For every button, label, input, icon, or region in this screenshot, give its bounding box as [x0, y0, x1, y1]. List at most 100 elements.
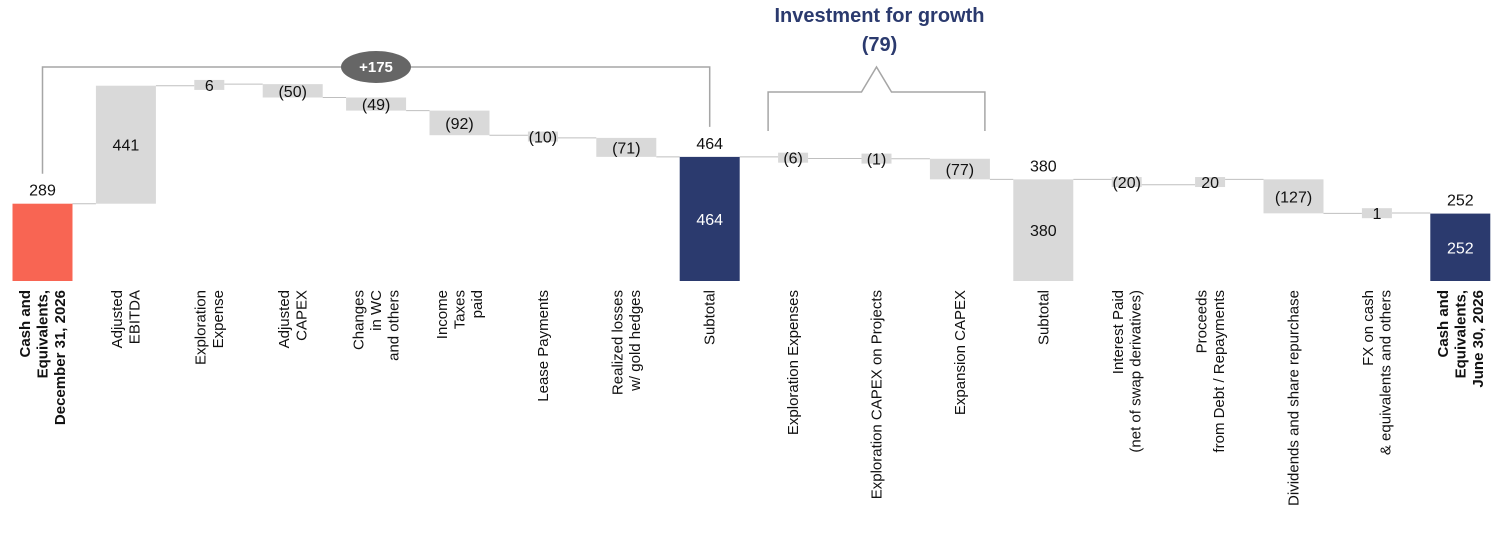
category-label-line: CAPEX [293, 290, 310, 341]
category-label-line: Adjusted [276, 290, 293, 348]
value-label: 20 [1201, 175, 1219, 192]
category-label: Changesin WCand others [351, 290, 403, 361]
category-label-line: FX on cash [1360, 290, 1377, 366]
category-label: Proceedsfrom Debt / Repayments [1193, 290, 1228, 453]
bar [95, 85, 156, 204]
bar [929, 158, 990, 180]
value-label: 252 [1447, 193, 1474, 210]
value-label: 380 [1030, 158, 1057, 175]
bar [1111, 177, 1142, 188]
bar [1195, 177, 1226, 188]
category-label: Cash andEquivalents,December 31, 2026 [17, 290, 69, 425]
bar [861, 153, 892, 164]
category-label: Exploration CAPEX on Projects [869, 290, 886, 499]
bar [1361, 208, 1392, 219]
category-label-line: Exploration CAPEX on Projects [869, 290, 886, 499]
category-label: Exploration Expenses [785, 290, 802, 435]
category-label-line: Equivalents, [1452, 290, 1469, 378]
value-label-inside: 464 [696, 212, 723, 229]
bars [12, 79, 1491, 281]
category-label: Cash andEquivalents,June 30, 2026 [1435, 290, 1487, 388]
category-label: Realized lossesw/ gold hedges [610, 290, 645, 395]
category-label-line: Interest Paid [1110, 290, 1127, 374]
value-label: (1) [867, 152, 887, 169]
bar [527, 131, 558, 142]
category-label-line: in WC [368, 290, 385, 331]
category-label-line: Subtotal [702, 290, 719, 345]
category-label: AdjustedCAPEX [276, 290, 311, 348]
category-label-line: and others [386, 290, 403, 361]
category-label: Dividends and share repurchase [1286, 290, 1303, 506]
annotation-title: Investment for growth [774, 5, 984, 27]
value-label: 6 [205, 78, 214, 95]
category-label: Expansion CAPEX [952, 290, 969, 415]
category-label: Subtotal [702, 290, 719, 345]
value-label: (50) [278, 84, 306, 101]
category-label: Lease Payments [535, 290, 552, 402]
category-label-line: Cash and [17, 290, 34, 358]
connector-lines [72, 83, 1431, 214]
value-label: (49) [362, 97, 390, 114]
badge [341, 51, 411, 83]
category-label-line: Dividends and share repurchase [1286, 290, 1303, 506]
category-label-line: EBITDA [127, 290, 144, 344]
category-label-line: Exploration Expenses [785, 290, 802, 435]
category-label-line: Subtotal [1035, 290, 1052, 345]
bar [12, 203, 73, 281]
value-label: 464 [696, 136, 723, 153]
category-label-line: & equivalents and others [1378, 290, 1395, 455]
category-label-line: Realized losses [610, 290, 627, 395]
bar [262, 84, 323, 98]
bar [429, 110, 490, 136]
bar [346, 97, 407, 111]
category-label-line: w/ gold hedges [627, 290, 644, 392]
value-label: (77) [946, 162, 974, 179]
bar [1430, 213, 1491, 281]
category-label: Interest Paid(net of swap derivatives) [1110, 290, 1145, 453]
value-label: 289 [29, 183, 56, 200]
annotation-value: (79) [862, 34, 898, 56]
brace-line [767, 65, 986, 131]
category-label-line: from Debt / Repayments [1211, 290, 1228, 453]
category-label-line: Income [434, 290, 451, 339]
badge-label: +175 [359, 59, 393, 76]
category-label-line: paid [469, 290, 486, 318]
annotations: +175 Investment for growth (79) [41, 5, 986, 174]
category-label-line: Expansion CAPEX [952, 290, 969, 415]
category-label-line: Expense [210, 290, 227, 348]
value-label-inside: 252 [1447, 240, 1474, 257]
value-label: (20) [1112, 175, 1140, 192]
bar [596, 137, 657, 157]
category-label: Subtotal [1035, 290, 1052, 345]
bar [679, 156, 740, 281]
category-label: IncomeTaxespaid [434, 290, 486, 339]
value-label: (6) [783, 151, 803, 168]
value-label: 1 [1372, 206, 1381, 223]
category-label-line: (net of swap derivatives) [1127, 290, 1144, 453]
category-label-line: December 31, 2026 [52, 290, 69, 425]
category-label-line: Taxes [452, 290, 469, 329]
bar [778, 152, 809, 163]
category-label-line: Lease Payments [535, 290, 552, 402]
category-label-line: Adjusted [109, 290, 126, 348]
category-label-line: June 30, 2026 [1470, 290, 1487, 388]
category-label-line: Cash and [1435, 290, 1452, 358]
value-label: (92) [445, 116, 473, 133]
value-label-inside: 380 [1030, 223, 1057, 240]
value-label: (127) [1275, 189, 1312, 206]
category-label: ExplorationExpense [193, 290, 228, 365]
bar [194, 79, 225, 90]
category-label-line: Changes [351, 290, 368, 350]
bar [1263, 179, 1324, 214]
bar [1013, 179, 1074, 281]
value-labels: 289 441 6 (50) (49) (92) (10) (71) 464 464 (6) (1) (… [29, 78, 1474, 257]
value-label: 441 [113, 138, 140, 155]
value-label: (71) [612, 140, 640, 157]
category-label-line: Equivalents, [35, 290, 52, 378]
value-label: (10) [529, 130, 557, 147]
category-label-line: Exploration [193, 290, 210, 365]
category-label: FX on cash& equivalents and others [1360, 290, 1395, 455]
category-label-line: Proceeds [1193, 290, 1210, 353]
